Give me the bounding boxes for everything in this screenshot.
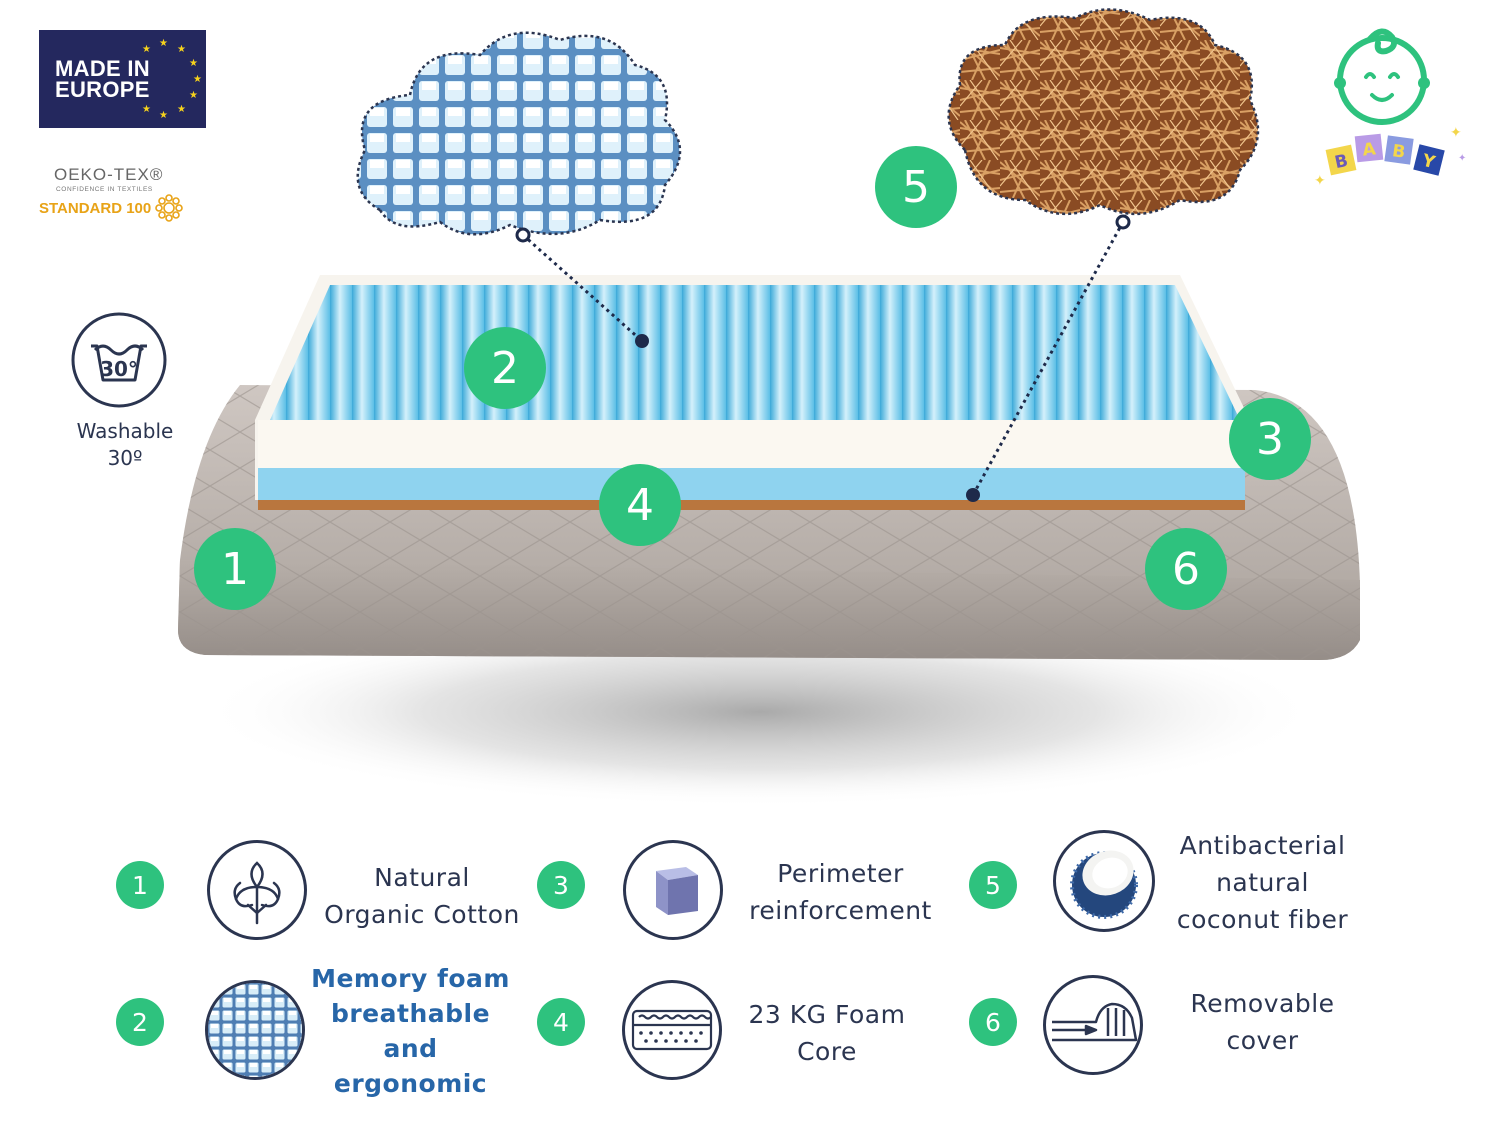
foam-core-icon bbox=[631, 1009, 713, 1051]
oeko-tex-standard: STANDARD 100 bbox=[39, 200, 152, 217]
feature-6-icon-wrap bbox=[1043, 975, 1143, 1075]
feature-5-icon-wrap bbox=[1053, 830, 1155, 932]
mattress-illustration bbox=[178, 8, 1360, 807]
feature-2-icon-wrap bbox=[205, 980, 305, 1080]
feature-3-number: 3 bbox=[537, 861, 585, 909]
feature-2-text: Memory foam breathable and ergonomic bbox=[311, 964, 510, 1098]
cotton-plant-icon bbox=[233, 861, 281, 925]
coconut-icon bbox=[1070, 850, 1138, 919]
svg-text:★: ★ bbox=[177, 104, 186, 115]
feature-1-text: Natural Organic Cotton bbox=[324, 863, 520, 929]
feature-2-number: 2 bbox=[116, 998, 164, 1046]
cube-icon bbox=[656, 867, 698, 915]
callout-2: 2 bbox=[464, 327, 546, 409]
feature-3-text: Perimeter reinforcement bbox=[749, 859, 932, 925]
baby-letter: B bbox=[1333, 151, 1350, 173]
baby-letter: A bbox=[1362, 139, 1378, 160]
svg-text:✦: ✦ bbox=[1314, 173, 1326, 189]
callout-3: 3 bbox=[1229, 398, 1311, 480]
feature-5-number: 5 bbox=[969, 861, 1017, 909]
feature-1-icon-wrap bbox=[207, 840, 307, 940]
eu-stars-icon: ★★★ ★★★ ★★★ bbox=[142, 38, 202, 121]
callout-5: 5 bbox=[875, 146, 957, 228]
made-in-europe-badge: ★★★ ★★★ ★★★ MADE IN EUROPE bbox=[39, 30, 206, 128]
wash-30-icon: 30° bbox=[71, 312, 167, 408]
wash-temp-text: 30° bbox=[100, 357, 138, 381]
svg-text:✦: ✦ bbox=[1450, 125, 1462, 141]
baby-logo: B A B Y ✦ ✦ ✦ bbox=[1314, 28, 1466, 189]
svg-text:✦: ✦ bbox=[1458, 153, 1466, 164]
feature-6-text: Removable cover bbox=[1190, 989, 1335, 1055]
svg-text:★: ★ bbox=[159, 110, 168, 121]
oeko-flower-icon bbox=[155, 194, 184, 222]
oeko-tex-tagline: CONFIDENCE IN TEXTILES bbox=[56, 186, 153, 193]
memory-foam-texture-icon bbox=[208, 983, 302, 1077]
svg-text:★: ★ bbox=[142, 104, 151, 115]
feature-4-text: 23 KG Foam Core bbox=[748, 1000, 906, 1066]
baby-letter: Y bbox=[1419, 151, 1437, 174]
oeko-tex-brand: OEKO-TEX® bbox=[54, 165, 164, 184]
feature-4-number: 4 bbox=[537, 998, 585, 1046]
callout-4: 4 bbox=[599, 464, 681, 546]
svg-text:★: ★ bbox=[193, 74, 202, 85]
baby-letter: B bbox=[1391, 141, 1407, 163]
oeko-tex-badge: OEKO-TEX® CONFIDENCE IN TEXTILES STANDAR… bbox=[39, 165, 219, 223]
svg-text:★: ★ bbox=[177, 44, 186, 55]
wash-label: Washable 30º bbox=[76, 419, 174, 470]
feature-6-number: 6 bbox=[969, 998, 1017, 1046]
feature-1-number: 1 bbox=[116, 861, 164, 909]
svg-text:★: ★ bbox=[189, 90, 198, 101]
callout-6: 6 bbox=[1145, 528, 1227, 610]
made-in-europe-text: MADE IN EUROPE bbox=[55, 56, 150, 102]
feature-5-text: Antibacterial natural coconut fiber bbox=[1176, 831, 1349, 934]
removable-cover-icon bbox=[1052, 1002, 1138, 1042]
svg-text:★: ★ bbox=[142, 44, 151, 55]
feature-4-icon-wrap bbox=[622, 980, 722, 1080]
svg-text:★: ★ bbox=[189, 58, 198, 69]
callout-1: 1 bbox=[194, 528, 276, 610]
svg-text:★: ★ bbox=[159, 38, 168, 49]
feature-3-icon-wrap bbox=[623, 840, 723, 940]
